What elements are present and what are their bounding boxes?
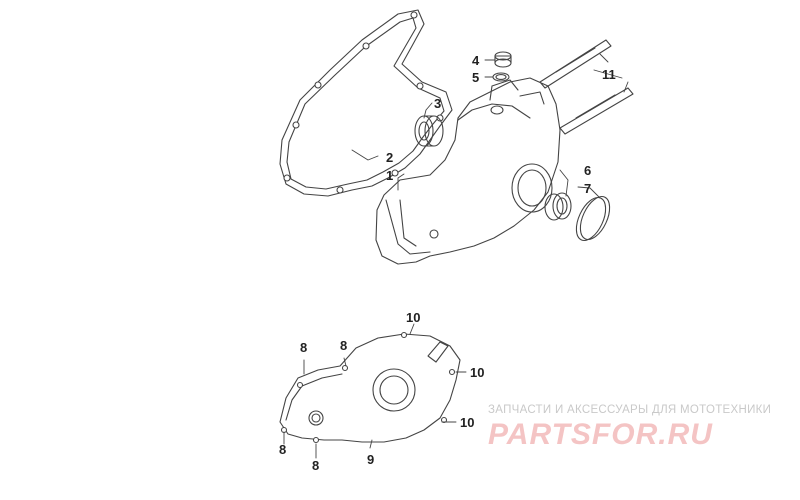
callout-8-c: 8 (279, 442, 286, 457)
callout-3: 3 (434, 96, 441, 111)
gasket-part-2 (279, 9, 453, 197)
callout-7: 7 (584, 181, 591, 196)
callout-9: 9 (367, 452, 374, 467)
callout-8-b: 8 (340, 338, 347, 353)
watermark-tagline: ЗАПЧАСТИ И АКСЕССУАРЫ ДЛЯ МОТОТЕХНИКИ (488, 404, 772, 416)
callout-8-a: 8 (300, 340, 307, 355)
leader-lines (283, 53, 629, 459)
callout-2: 2 (386, 150, 393, 165)
callout-11: 11 (602, 67, 616, 82)
cover-part-1 (375, 77, 561, 265)
lower-cover-part-9 (279, 331, 461, 444)
callout-10-c: 10 (460, 415, 474, 430)
callout-1: 1 (386, 168, 393, 183)
seal-part-6 (544, 192, 572, 221)
seal-part-3 (414, 115, 444, 147)
plug-part-4 (494, 51, 512, 68)
callout-6: 6 (584, 163, 591, 178)
oring-part-5 (492, 72, 510, 82)
callout-10-a: 10 (406, 310, 420, 325)
callout-labels: 1 2 3 4 5 6 7 11 8 8 8 8 9 10 10 10 (279, 53, 616, 473)
watermark-logo: PARTSFOR.RU (488, 418, 713, 451)
plug-disc-part-7 (575, 195, 611, 242)
callout-10-b: 10 (470, 365, 484, 380)
callout-5: 5 (472, 70, 479, 85)
callout-4: 4 (472, 53, 480, 68)
bracket-part-11 (539, 39, 634, 135)
callout-8-d: 8 (312, 458, 319, 473)
